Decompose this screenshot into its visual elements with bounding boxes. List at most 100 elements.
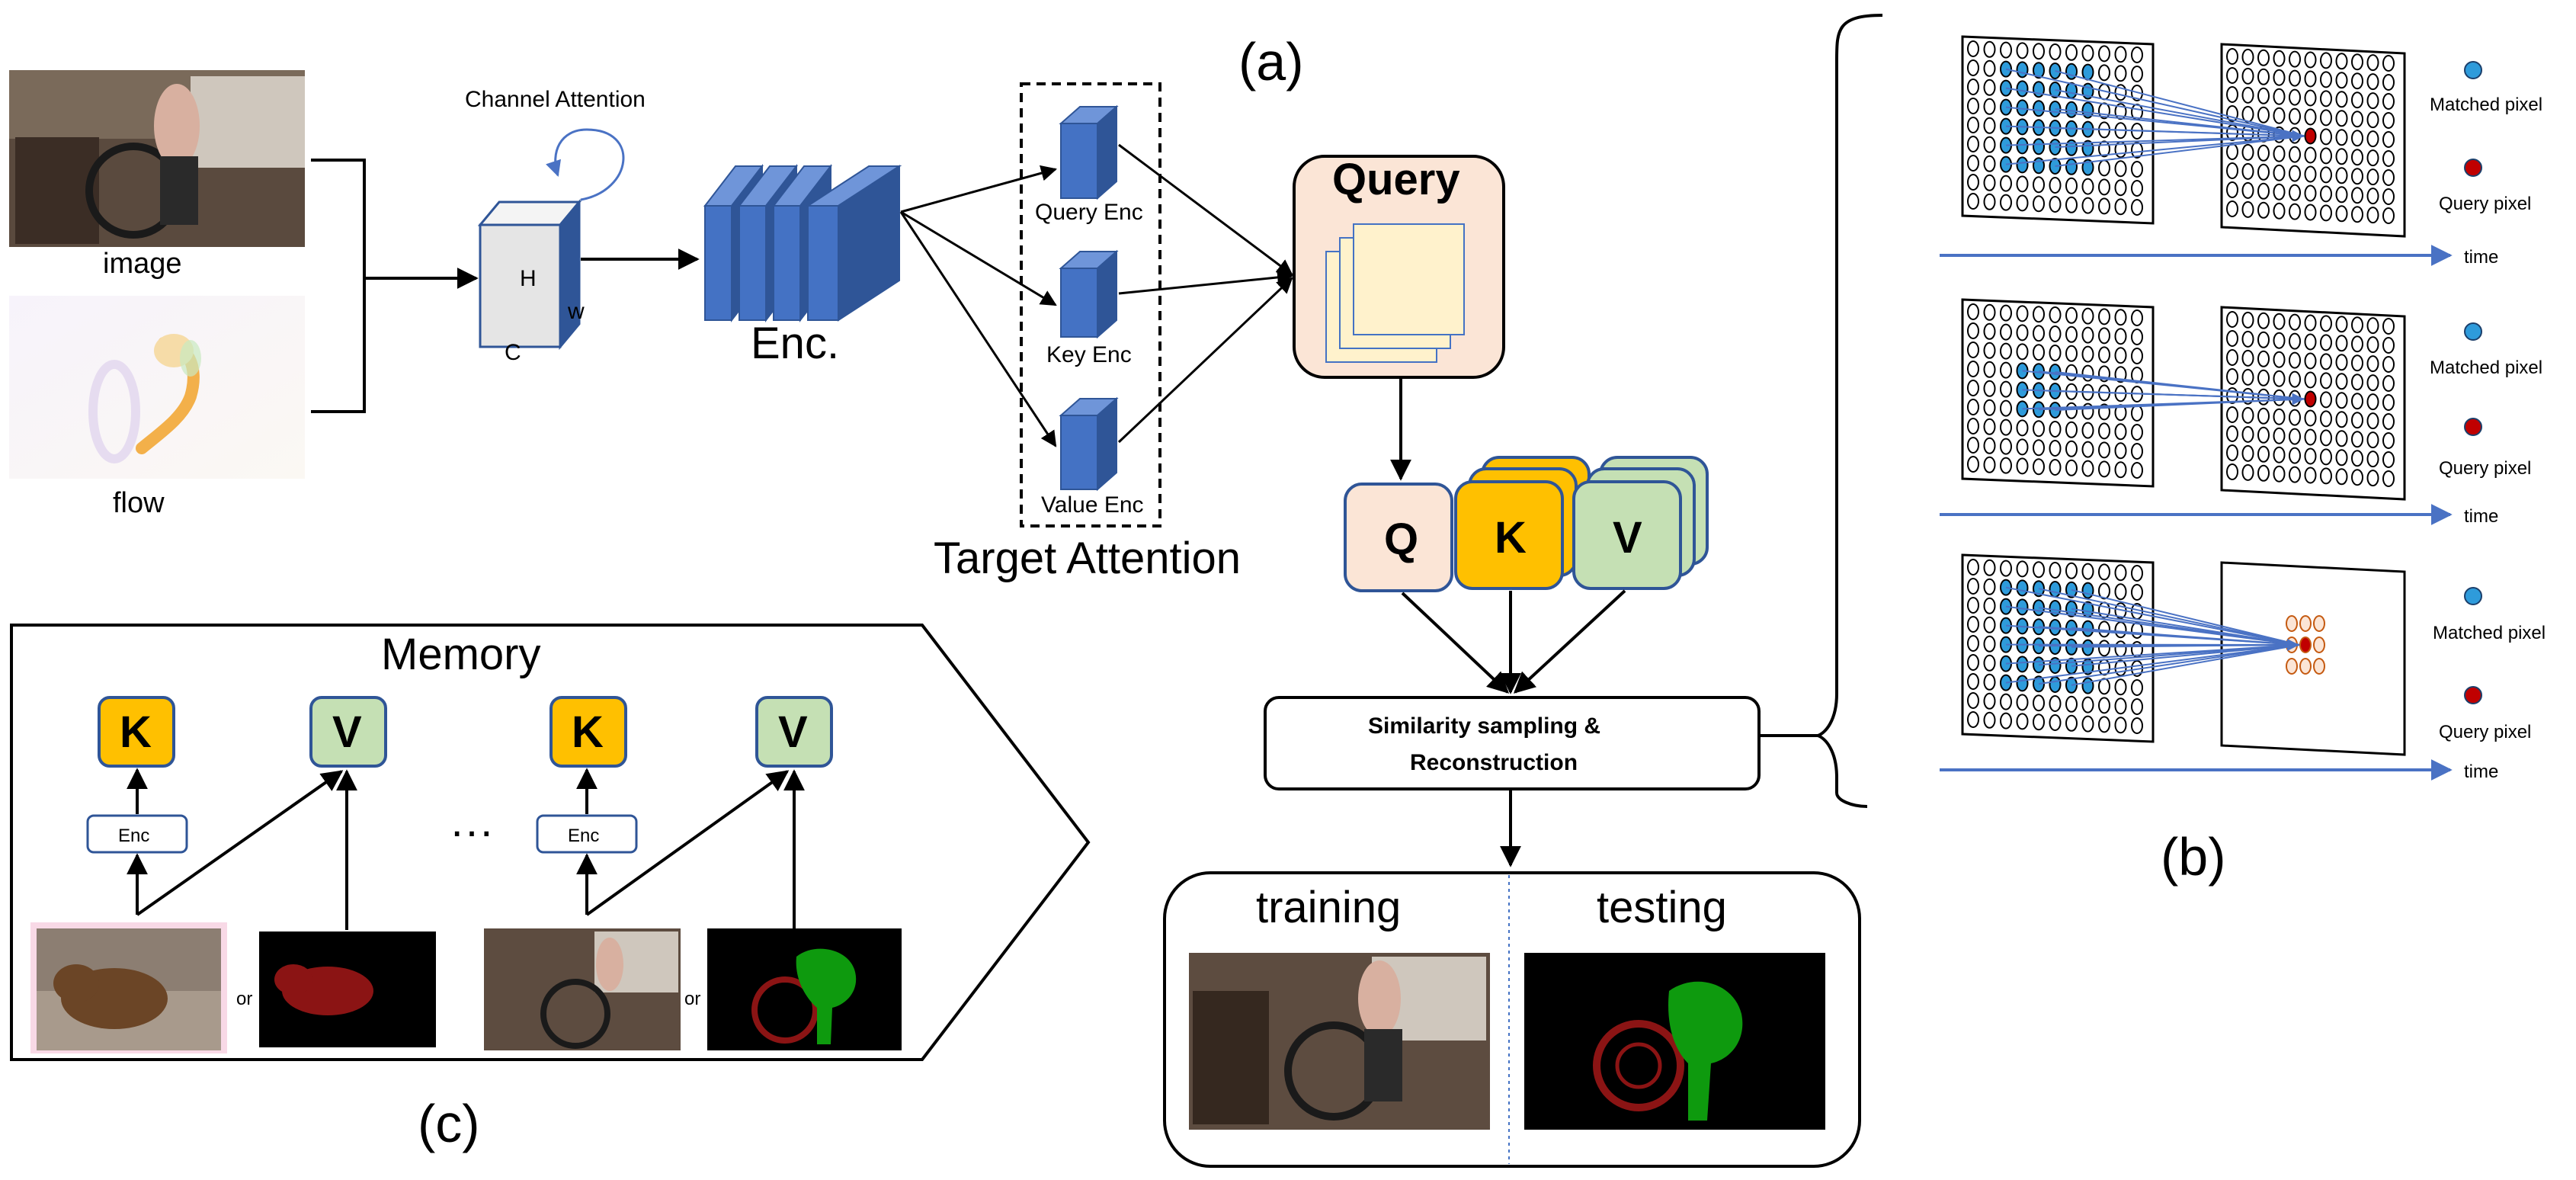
pixel bbox=[2335, 411, 2348, 428]
value-enc-cube bbox=[1059, 396, 1119, 492]
pixel bbox=[2320, 391, 2332, 409]
pixel bbox=[2081, 364, 2094, 382]
pixel bbox=[2304, 447, 2317, 465]
pixel bbox=[2226, 444, 2238, 461]
channel-attention-loop-arrow bbox=[546, 128, 625, 201]
pixel bbox=[2226, 86, 2238, 103]
pixel bbox=[2000, 361, 2012, 379]
pixel bbox=[2000, 380, 2012, 398]
pixel bbox=[2241, 162, 2254, 180]
pixel bbox=[2320, 128, 2332, 146]
input-image-label: image bbox=[103, 248, 182, 280]
local-pixel bbox=[2313, 658, 2325, 675]
pixel bbox=[2351, 374, 2363, 391]
pixel bbox=[2098, 582, 2110, 600]
pixel bbox=[1983, 155, 1996, 172]
pixel bbox=[2351, 393, 2363, 410]
pixel bbox=[2289, 165, 2301, 182]
pixel bbox=[2382, 131, 2395, 148]
similarity-line-2: Reconstruction bbox=[1410, 750, 1578, 775]
memory-frame-image-2 bbox=[484, 928, 681, 1050]
pixel bbox=[2382, 470, 2395, 487]
pixel bbox=[2000, 399, 2012, 417]
pixel bbox=[2226, 330, 2238, 347]
pixel bbox=[2131, 622, 2143, 639]
legend-query-label-3: Query pixel bbox=[2439, 722, 2531, 742]
matched-pixel bbox=[2049, 657, 2062, 674]
channel-attention-cube bbox=[477, 198, 582, 351]
input-flow-label: flow bbox=[113, 487, 165, 519]
query-feature-stack bbox=[1325, 223, 1465, 363]
sampling-row-2 bbox=[1961, 298, 2406, 501]
pixel bbox=[1967, 418, 1979, 434]
pixel bbox=[1983, 692, 1996, 710]
pixel bbox=[2257, 106, 2270, 123]
pixel bbox=[2226, 143, 2238, 160]
sampling-row-1 bbox=[1961, 35, 2406, 238]
input-image-thumbnail bbox=[9, 70, 305, 247]
pixel bbox=[2098, 422, 2110, 440]
pixel bbox=[2241, 425, 2254, 443]
pixel bbox=[2065, 714, 2078, 732]
legend-query-label-2: Query pixel bbox=[2439, 458, 2531, 479]
pixel bbox=[2366, 393, 2379, 411]
pixel bbox=[2000, 457, 2012, 474]
pixel bbox=[2351, 412, 2363, 429]
pixel bbox=[1983, 673, 1996, 691]
pixel bbox=[2081, 563, 2094, 580]
pixel bbox=[2366, 412, 2379, 430]
pixel bbox=[2226, 200, 2238, 217]
pixel bbox=[2289, 370, 2301, 388]
pixel bbox=[2049, 177, 2062, 194]
memory-enc-box-2 bbox=[536, 814, 638, 854]
pixel bbox=[2241, 86, 2254, 104]
pixel bbox=[2273, 370, 2286, 387]
pixel bbox=[2065, 345, 2078, 362]
pixel bbox=[2366, 188, 2379, 205]
pixel bbox=[2241, 67, 2254, 85]
memory-v-tile-1 bbox=[309, 696, 387, 768]
pixel bbox=[2289, 50, 2301, 68]
pixel bbox=[2273, 427, 2286, 444]
pixel bbox=[2320, 90, 2332, 107]
pixel bbox=[2351, 72, 2363, 90]
time-label-2: time bbox=[2464, 506, 2498, 527]
pixel bbox=[2241, 311, 2254, 329]
match-arrow bbox=[2055, 371, 2305, 400]
pixel bbox=[1983, 711, 1996, 729]
pixel bbox=[2304, 371, 2317, 389]
matched-pixel bbox=[2016, 137, 2029, 155]
pixel bbox=[1983, 635, 1996, 653]
pixel bbox=[2033, 458, 2045, 476]
pixel bbox=[2131, 443, 2143, 460]
matched-pixel bbox=[2016, 579, 2029, 597]
pixel bbox=[2098, 697, 2110, 714]
pixel bbox=[2289, 428, 2301, 445]
pixel bbox=[2257, 445, 2270, 463]
pixel bbox=[2257, 49, 2270, 66]
panel-label-c: (c) bbox=[418, 1094, 480, 1153]
memory-k-label-1: K bbox=[120, 707, 152, 757]
pixel bbox=[2382, 394, 2395, 411]
match-arrow bbox=[2005, 68, 2305, 137]
pixel bbox=[2049, 196, 2062, 213]
pixel bbox=[2351, 168, 2363, 185]
pixel bbox=[2241, 406, 2254, 424]
pixel bbox=[1983, 59, 1996, 77]
pixel bbox=[1983, 98, 1996, 115]
pixel bbox=[2081, 345, 2094, 363]
pixel bbox=[2098, 308, 2110, 325]
pixel bbox=[2366, 336, 2379, 354]
pixel bbox=[2016, 324, 2029, 341]
pixel bbox=[2033, 43, 2045, 60]
pixel bbox=[2273, 351, 2286, 368]
pixel bbox=[2257, 87, 2270, 104]
pixel bbox=[2226, 406, 2238, 423]
match-arrow-head bbox=[2287, 639, 2299, 651]
panel-label-a: (a) bbox=[1238, 32, 1304, 91]
pixel bbox=[1967, 361, 1979, 377]
pixel bbox=[2098, 640, 2110, 657]
pixel bbox=[2065, 306, 2078, 324]
pixel bbox=[2351, 450, 2363, 467]
pixel bbox=[2226, 67, 2238, 84]
